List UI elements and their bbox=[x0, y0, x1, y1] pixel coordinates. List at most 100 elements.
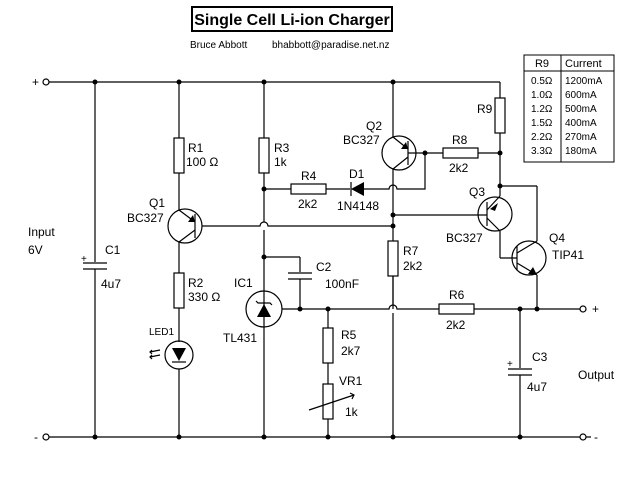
junction bbox=[176, 434, 182, 440]
resistor-r9 bbox=[494, 97, 506, 134]
resistor-r7-group: R7 2k2 bbox=[387, 240, 423, 277]
r8-ref: R8 bbox=[452, 133, 468, 147]
ic1-value: TL431 bbox=[223, 331, 257, 345]
junction bbox=[92, 434, 98, 440]
input-plus-sign: + bbox=[32, 75, 39, 89]
table-frame bbox=[523, 54, 615, 163]
email: bhabbott@paradise.net.nz bbox=[272, 40, 389, 51]
output-plus-terminal[interactable] bbox=[579, 305, 587, 313]
capacitor-c1: + C1 4u7 bbox=[81, 79, 121, 440]
capacitor-c3: + C3 4u7 bbox=[507, 309, 548, 440]
ic1-triangle bbox=[257, 304, 271, 317]
c2-value: 100nF bbox=[325, 277, 359, 291]
c2-ref: C2 bbox=[316, 260, 332, 274]
table-cell-current: 1200mA bbox=[565, 76, 603, 87]
r6-value: 2k2 bbox=[446, 318, 466, 332]
q2-value: BC327 bbox=[343, 133, 380, 147]
junction bbox=[390, 223, 396, 229]
r1-value: 100 Ω bbox=[186, 155, 218, 169]
q4-emitter-arrow bbox=[528, 267, 537, 275]
output-terminals: + - Output bbox=[578, 302, 615, 444]
vr1-value: 1k bbox=[345, 405, 359, 419]
table-row: 0.5Ω 1200mA bbox=[531, 76, 603, 87]
input-voltage: 6V bbox=[28, 243, 43, 257]
table-cell-current: 500mA bbox=[565, 104, 597, 115]
r7-ref: R7 bbox=[403, 244, 419, 258]
table-header-r9: R9 bbox=[535, 58, 549, 70]
r2-value: 330 Ω bbox=[188, 290, 220, 304]
q3-value: BC327 bbox=[446, 231, 483, 245]
q2-collector bbox=[392, 156, 409, 170]
input-terminals: + - Input 6V bbox=[28, 75, 55, 444]
input-minus-terminal[interactable] bbox=[42, 433, 50, 441]
capacitor-c2: C2 100nF bbox=[264, 256, 359, 312]
r8-value: 2k2 bbox=[449, 161, 469, 175]
table-row: 2.2Ω 270mA bbox=[531, 132, 597, 143]
d1-right-wire bbox=[364, 153, 426, 190]
junction bbox=[261, 434, 267, 440]
r3-value: 1k bbox=[274, 155, 288, 169]
q1-branch: R1 100 Ω Q1 BC327 R2 330 Ω LED1 bbox=[127, 79, 220, 440]
potentiometer-vr1 bbox=[322, 383, 334, 420]
transistor-q1: Q1 BC327 bbox=[127, 196, 203, 244]
c3-value: 4u7 bbox=[527, 380, 547, 394]
q3-collector bbox=[486, 217, 501, 232]
title-frame bbox=[191, 6, 393, 32]
r4-value: 2k2 bbox=[298, 197, 318, 211]
q3-ref: Q3 bbox=[469, 185, 485, 199]
led-led1: LED1 bbox=[149, 327, 194, 370]
ic1-cathode-bar bbox=[255, 300, 273, 306]
c1-ref: C1 bbox=[105, 243, 121, 257]
title-block: Single Cell Li-ion Charger Bruce Abbott … bbox=[190, 6, 393, 51]
resistor-r2 bbox=[173, 272, 185, 309]
ref-node-wire bbox=[300, 304, 439, 310]
transistor-q4: Q4 TIP41 bbox=[511, 231, 584, 309]
resistor-r6 bbox=[438, 303, 475, 315]
q2-emitter-arrow bbox=[401, 142, 408, 149]
transistor-q3: Q3 BC327 bbox=[393, 185, 517, 259]
table-cell-current: 270mA bbox=[565, 132, 597, 143]
r5-vr1-branch: R5 2k7 VR1 1k bbox=[308, 309, 363, 440]
resistor-r9-group: R9 bbox=[477, 97, 538, 241]
resistor-r6-group: R6 2k2 bbox=[438, 288, 475, 332]
d1-triangle bbox=[351, 182, 364, 196]
table-cell-r9: 1.0Ω bbox=[531, 90, 553, 101]
r4-d1-branch: R4 2k2 D1 1N4148 bbox=[264, 153, 426, 213]
d1-value: 1N4148 bbox=[337, 199, 379, 213]
table-header-current: Current bbox=[565, 58, 602, 70]
r7-value: 2k2 bbox=[403, 259, 423, 273]
junction bbox=[390, 434, 396, 440]
table-row: 3.3Ω 180mA bbox=[531, 146, 597, 157]
r6-ref: R6 bbox=[449, 288, 465, 302]
output-label: Output bbox=[578, 368, 615, 382]
input-label: Input bbox=[28, 225, 55, 239]
r5-ref: R5 bbox=[341, 328, 357, 342]
vr1-adjust-arrow bbox=[308, 392, 355, 411]
light-emission-icon bbox=[149, 349, 161, 360]
table-row: 1.0Ω 600mA bbox=[531, 90, 597, 101]
q4-value: TIP41 bbox=[552, 248, 584, 262]
r3-branch: R3 1k bbox=[258, 79, 290, 440]
input-plus-terminal[interactable] bbox=[42, 78, 50, 86]
q4-ref: Q4 bbox=[549, 231, 565, 245]
input-minus-sign: - bbox=[34, 430, 38, 444]
junction bbox=[92, 79, 98, 85]
junction bbox=[325, 434, 331, 440]
table-cell-r9: 1.5Ω bbox=[531, 118, 553, 129]
q3-emitter bbox=[486, 195, 501, 211]
table-row: 1.2Ω 500mA bbox=[531, 104, 597, 115]
c3-polarity: + bbox=[507, 359, 513, 370]
r9-ref: R9 bbox=[477, 102, 493, 116]
vr1-ref: VR1 bbox=[339, 374, 363, 388]
c1-value: 4u7 bbox=[101, 277, 121, 291]
output-minus-terminal[interactable] bbox=[579, 433, 587, 441]
table-cell-r9: 3.3Ω bbox=[531, 146, 553, 157]
resistor-r1 bbox=[173, 137, 185, 174]
q1-collector bbox=[178, 229, 196, 243]
r1-ref: R1 bbox=[188, 141, 204, 155]
q3-body bbox=[477, 196, 513, 232]
output-plus-sign: + bbox=[592, 302, 599, 316]
transistor-q2: Q2 BC327 bbox=[343, 79, 428, 309]
resistor-r3 bbox=[258, 137, 270, 174]
r3-ref: R3 bbox=[274, 141, 290, 155]
